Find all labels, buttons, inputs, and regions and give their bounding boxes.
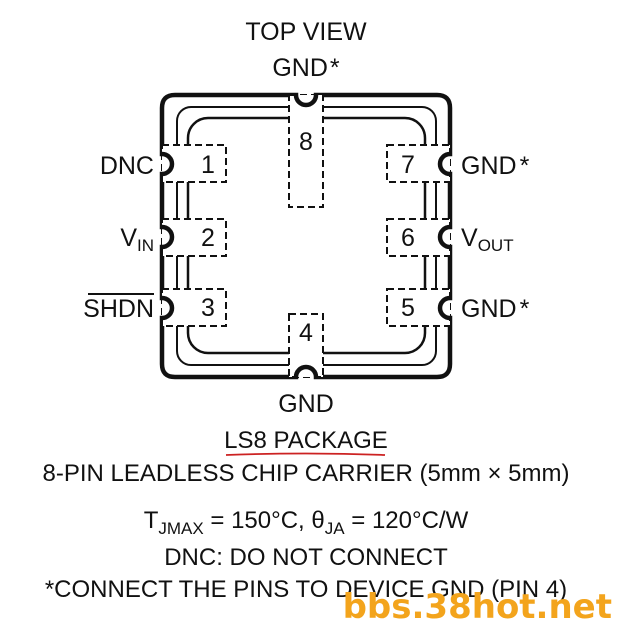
pin-8-number: 8 [299,128,313,156]
diagram-title: TOP VIEW [245,18,367,46]
pin-6-number: 6 [401,224,415,252]
pin-3-label: SHDN [83,295,154,323]
pin-6-label: VOUT [461,224,514,255]
pin-4-label: GND [278,390,334,418]
pad-8 [288,94,324,208]
package-notches [161,94,451,378]
package-name-underline [225,452,386,456]
pin-8-label: GND* [272,54,340,82]
package-name: LS8 PACKAGE [224,427,388,454]
pin-1-number: 1 [201,151,215,179]
dnc-note: DNC: DO NOT CONNECT [164,544,448,571]
gnd-note: *CONNECT THE PINS TO DEVICE GND (PIN 4) [45,576,567,603]
watermark: bbs.38hot.net [343,587,612,624]
pin-4-number: 4 [299,319,313,347]
pin-2-number: 2 [201,224,215,252]
pad-3 [161,288,227,327]
pin-7-label: GND* [461,152,530,180]
thermal-spec: TJMAX = 150°C, θJA = 120°C/W [144,507,469,538]
pin-1-label: DNC [100,152,154,180]
pin-7-number: 7 [401,151,415,179]
pin-5-label: GND* [461,295,530,323]
pin-3-number: 3 [201,294,215,322]
pin-5-number: 5 [401,294,415,322]
package-description: 8-PIN LEADLESS CHIP CARRIER (5mm × 5mm) [42,460,569,487]
pin-2-label: VIN [120,224,154,255]
